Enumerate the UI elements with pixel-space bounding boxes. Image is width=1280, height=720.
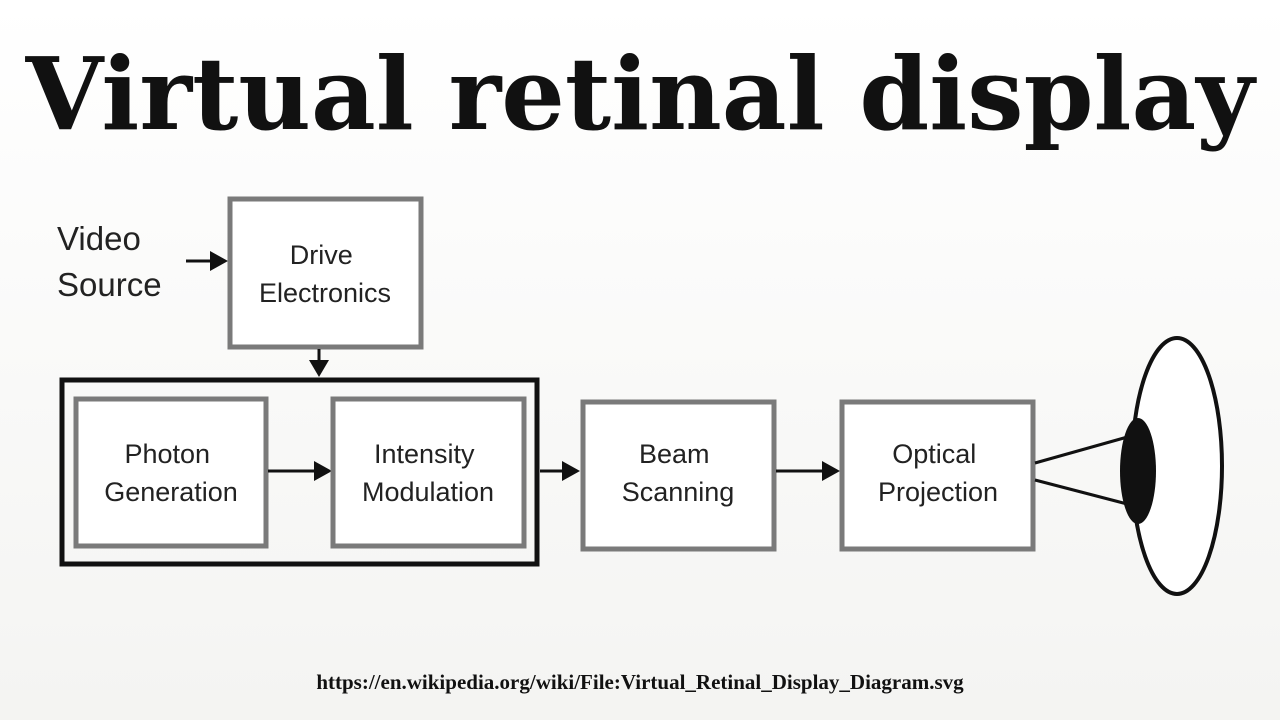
drive-electronics-label: Drive Electronics	[259, 240, 391, 308]
arrow-source-to-drive	[186, 251, 228, 271]
intensity-modulation-label: Intensity Modulation	[362, 439, 494, 507]
arrow-scanning-to-projection	[776, 461, 840, 481]
photon-generation-label: Photon Generation	[104, 439, 238, 507]
projection-rays	[1034, 434, 1132, 507]
light-source-group	[59, 377, 540, 567]
optical-projection-label: Optical Projection	[878, 439, 998, 507]
beam-scanning-block: Beam Scanning	[580, 399, 777, 552]
source-url-caption: https://en.wikipedia.org/wiki/File:Virtu…	[316, 670, 964, 694]
page-title: Virtual retinal display	[25, 35, 1255, 153]
intensity-modulation-block: Intensity Modulation	[330, 396, 527, 549]
video-source-label: Video Source	[57, 220, 162, 303]
optical-projection-block: Optical Projection	[839, 399, 1036, 552]
arrow-drive-to-light-source	[309, 349, 329, 377]
arrow-photon-to-intensity	[268, 461, 332, 481]
arrow-modulation-to-scanning	[540, 461, 580, 481]
drive-electronics-block: Drive Electronics	[227, 196, 424, 350]
eye-icon	[1120, 336, 1224, 596]
photon-generation-block: Photon Generation	[73, 396, 269, 549]
beam-scanning-label: Beam Scanning	[622, 439, 735, 507]
